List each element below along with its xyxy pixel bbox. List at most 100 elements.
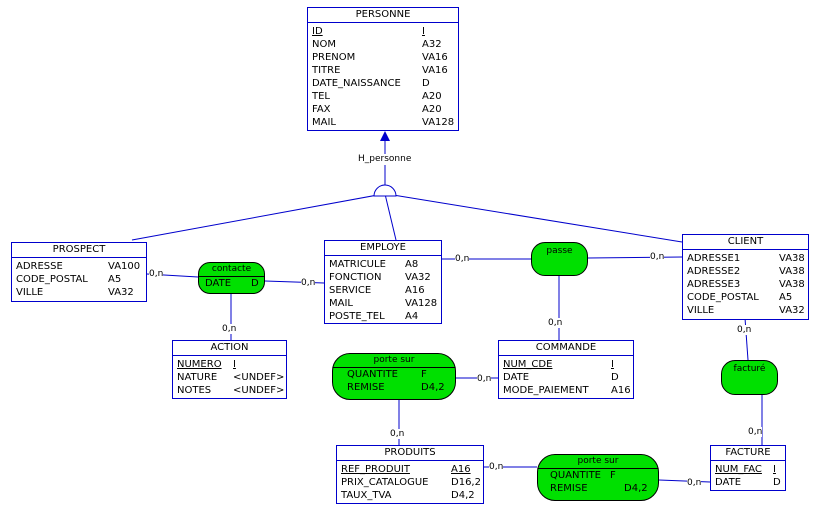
attribute-name: NATURE [177, 372, 218, 383]
inheritance-label: H_personne [358, 154, 412, 165]
attribute-row: POSTE_TEL A4 [325, 310, 441, 323]
attribute-type: D [773, 477, 781, 488]
association-name: contacte [199, 263, 264, 277]
attribute-row: FONCTION VA32 [325, 271, 441, 284]
association-name: passe [546, 246, 573, 256]
attribute-type: VA128 [422, 117, 455, 128]
attribute-name: VILLE [16, 287, 44, 298]
attribute-type: A20 [422, 91, 442, 102]
cardinality-label: 0,n [737, 325, 752, 335]
attribute-type: D4,2 [451, 490, 475, 501]
client-inheritance-line [386, 193, 683, 243]
attribute-name: TITRE [312, 65, 341, 76]
attribute-row: NATURE<UNDEF> [173, 371, 286, 384]
association-contacte[interactable]: contacte DATE D [198, 262, 265, 294]
association-facture[interactable]: facturé [721, 360, 778, 395]
attribute-row: DATE D [499, 371, 633, 384]
attribute-name: SERVICE [329, 285, 372, 296]
attribute-name: ADRESSE2 [687, 266, 741, 277]
attribute-name: NOTES [177, 385, 212, 396]
attribute-type: A20 [422, 104, 442, 115]
attribute-row: FAX A20 [308, 103, 458, 116]
attribute-type: I [422, 26, 425, 37]
attribute-row: ID I [308, 25, 458, 38]
attribute-row: NOTES <UNDEF> [173, 384, 286, 397]
attribute-type: VA128 [405, 298, 438, 309]
attribute-name: PRIX_CATALOGUE [341, 477, 429, 488]
attribute-name: MATRICULE [329, 259, 386, 270]
association-name: porte sur [333, 354, 455, 368]
attribute-name: ID [312, 26, 323, 37]
entity-action[interactable]: ACTION NUMERO I NATURE<UNDEF> NOTES <UNDEF… [172, 340, 287, 399]
cardinality-label: 0,n [390, 429, 405, 439]
cardinality-label: 0,n [477, 374, 492, 384]
attribute-type: <UNDEF> [233, 385, 285, 396]
attribute-row: VILLE VA32 [12, 286, 146, 299]
attribute-name: FAX [312, 104, 331, 115]
inheritance-semicircle-icon [373, 184, 397, 197]
inheritance-arrow-icon [380, 131, 390, 141]
attribute-row: TAUX_TVA D4,2 [337, 489, 483, 502]
attribute-name: DATE_NAISSANCE [312, 78, 401, 89]
attribute-type: F [421, 369, 427, 380]
attribute-name: CODE_POSTAL [687, 292, 759, 303]
attribute-type: A8 [405, 259, 419, 270]
cardinality-label: 0,n [548, 318, 563, 328]
attribute-name: CODE_POSTAL [16, 274, 88, 285]
attribute-type: VA32 [108, 287, 134, 298]
attribute-name: POSTE_TEL [329, 311, 385, 322]
attribute-name: DATE [205, 278, 232, 289]
entity-title: FACTURE [711, 446, 785, 461]
attribute-type: VA32 [779, 305, 805, 316]
attribute-type: VA32 [405, 272, 431, 283]
attribute-name: REMISE [550, 483, 588, 494]
association-attribute-row: DATE D [199, 277, 264, 290]
entity-title: ACTION [173, 341, 286, 356]
attribute-name: REMISE [347, 382, 385, 393]
attribute-type: I [233, 359, 236, 370]
attribute-name: FONCTION [329, 272, 382, 283]
attribute-type: D [611, 372, 619, 383]
attribute-type: D [251, 278, 259, 289]
attribute-row: DATE_NAISSANCE D [308, 77, 458, 90]
attribute-type: A4 [405, 311, 419, 322]
attribute-name: DATE [503, 372, 530, 383]
attribute-name: TAUX_TVA [341, 490, 392, 501]
entity-title: COMMANDE [499, 341, 633, 356]
cardinality-label: 0,n [455, 254, 470, 264]
attribute-name: NUMERO [177, 359, 222, 370]
attribute-type: D [422, 78, 430, 89]
cardinality-label: 0,n [301, 278, 316, 288]
attribute-name: VILLE [687, 305, 715, 316]
attribute-row: NUMERO I [173, 358, 286, 371]
attribute-name: TEL [312, 91, 330, 102]
attribute-name: NUM_FAC [715, 464, 762, 475]
employe-inheritance-line [384, 193, 397, 241]
entity-title: PERSONNE [308, 8, 458, 23]
association-name: facturé [733, 364, 766, 374]
association-name: porte sur [538, 455, 658, 469]
association-passe[interactable]: passe [531, 242, 588, 276]
